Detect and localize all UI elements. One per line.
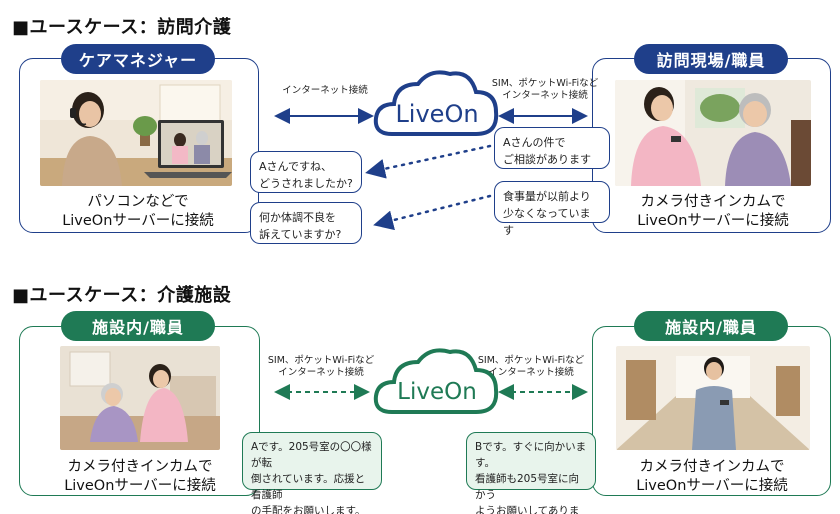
section1-right-link-label: SIM、ポケットWi-Fiなど インターネット接続	[490, 78, 600, 102]
visit-site-label: 訪問現場/職員	[634, 44, 788, 74]
net-label-line: SIM、ポケットWi-Fiなど	[267, 355, 375, 366]
cloud-icon	[373, 70, 499, 136]
facility-right-label: 施設内/職員	[634, 311, 788, 341]
caption-line: カメラ付きインカムで	[640, 194, 786, 210]
section2-cloud-label: LiveOn	[397, 379, 477, 405]
net-label-line: SIM、ポケットWi-Fiなど	[491, 78, 599, 89]
speech-bubble: 何か体調不良を 訴えていますか?	[250, 202, 362, 244]
bubble-line: 何か体調不良を	[259, 211, 336, 224]
net-label-line: インターネット接続	[502, 90, 588, 101]
caption-line: カメラ付きインカムで	[67, 459, 213, 475]
section1-title: ■ユースケース：訪問介護	[12, 17, 232, 38]
caption-line: カメラ付きインカムで	[639, 459, 785, 475]
bubble-line: 食事量が以前より	[503, 190, 591, 203]
net-label-line: SIM、ポケットWi-Fiなど	[477, 355, 585, 366]
bubble-line: Bです。すぐに向かいます。	[475, 441, 587, 469]
speech-bubble: Aさんですね、 どうされましたか?	[250, 151, 362, 193]
bubble-line: 看護師も205号室に向かう	[475, 473, 580, 501]
care-manager-photo	[40, 80, 232, 186]
section1-cloud-label: LiveOn	[395, 100, 479, 128]
net-label-line: インターネット接続	[488, 367, 574, 378]
bubble-line: ようお願いしてあります。	[475, 505, 580, 514]
facility-left-caption: カメラ付きインカムで LiveOnサーバーに接続	[40, 458, 240, 496]
section1-left-link-label: インターネット接続	[282, 85, 368, 96]
caption-line: LiveOnサーバーに接続	[64, 478, 216, 494]
care-manager-caption: パソコンなどで LiveOnサーバーに接続	[40, 193, 236, 231]
section2-left-link-label: SIM、ポケットWi-Fiなど インターネット接続	[266, 355, 376, 379]
bubble-line: Aさんの件で	[503, 136, 566, 149]
facility-left-photo	[60, 346, 220, 450]
facility-right-caption: カメラ付きインカムで LiveOnサーバーに接続	[612, 458, 812, 496]
bubble-line: Aさんですね、	[259, 160, 332, 173]
facility-right-photo	[616, 346, 810, 450]
caption-line: LiveOnサーバーに接続	[62, 213, 214, 229]
visit-site-caption: カメラ付きインカムで LiveOnサーバーに接続	[613, 193, 813, 231]
bubble-line: 倒されています。応援と看護師	[251, 473, 366, 501]
speech-bubble: Aです。205号室の〇〇様が転 倒されています。応援と看護師 の手配をお願いしま…	[242, 432, 382, 514]
bubble-line: どうされましたか?	[259, 177, 353, 190]
bubble-line: Aです。205号室の〇〇様が転	[251, 441, 372, 469]
bubble-line: 少なくなっています	[503, 207, 591, 237]
caption-line: パソコンなどで	[87, 194, 189, 210]
caption-line: LiveOnサーバーに接続	[636, 478, 788, 494]
speech-bubble: Bです。すぐに向かいます。 看護師も205号室に向かう ようお願いしてあります。	[466, 432, 596, 514]
section2-right-link-label: SIM、ポケットWi-Fiなど インターネット接続	[476, 355, 586, 379]
caption-line: LiveOnサーバーに接続	[637, 213, 789, 229]
section2-title: ■ユースケース：介護施設	[12, 285, 232, 306]
cloud-icon	[373, 348, 499, 414]
facility-left-label: 施設内/職員	[61, 311, 215, 341]
section1-network-graphics	[274, 70, 588, 231]
speech-bubble: 食事量が以前より 少なくなっています	[494, 181, 610, 237]
care-manager-label: ケアマネジャー	[61, 44, 215, 74]
visit-site-photo	[615, 80, 811, 186]
speech-bubble: Aさんの件で ご相談があります	[494, 127, 610, 169]
net-label-line: インターネット接続	[278, 367, 364, 378]
bubble-line: の手配をお願いします。	[251, 505, 366, 514]
bubble-line: 訴えていますか?	[259, 228, 342, 241]
bubble-line: ご相談があります	[503, 153, 591, 166]
